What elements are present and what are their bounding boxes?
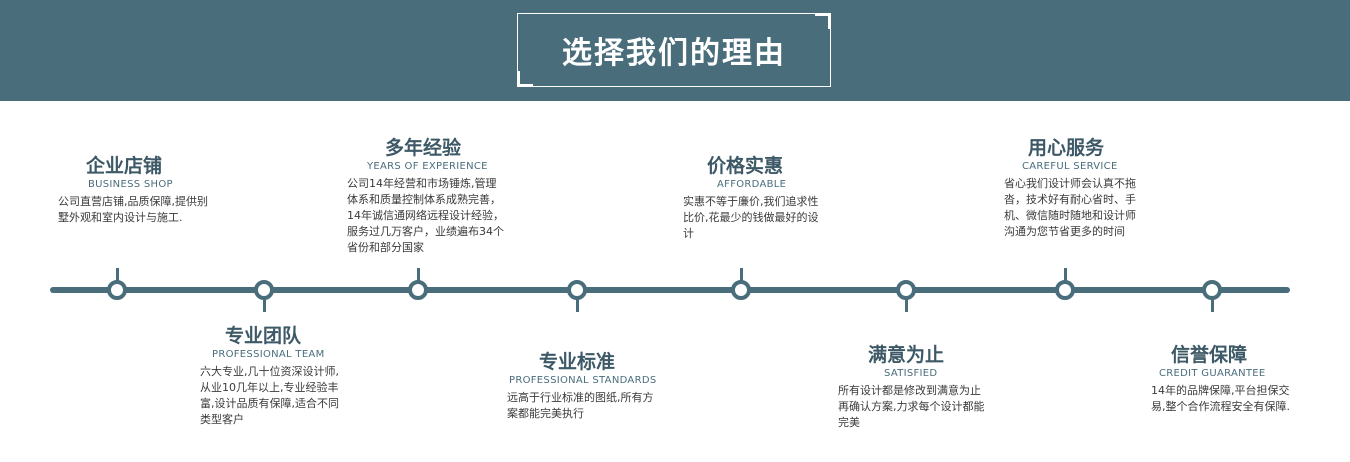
page-title: 选择我们的理由: [562, 36, 786, 71]
reason-description: 14年的品牌保障,平台担保交易,整个合作流程安全有保障.: [1151, 384, 1290, 413]
reason-item-business-shop: 企业店铺 BUSINESS SHOP 公司直营店铺,品质保障,提供别墅外观和室内…: [58, 155, 208, 226]
timeline-tick-5: [740, 268, 743, 288]
reason-title: 信誉保障: [1171, 344, 1248, 366]
timeline-tick-3: [417, 268, 420, 288]
reason-description: 省心我们设计师会认真不拖沓，技术好有耐心省时、手机、微信随时随地和设计师沟通为您…: [1004, 177, 1136, 238]
reason-item-professional-standards: 专业标准 PROFESSIONAL STANDARDS 远高于行业标准的图纸,所…: [507, 351, 657, 422]
reason-title: 满意为止: [868, 344, 945, 366]
timeline-tick-6: [905, 292, 908, 312]
reason-subtitle: BUSINESS SHOP: [88, 179, 173, 190]
reason-description: 所有设计都是修改到满意为止再确认方案,力求每个设计都能完美: [838, 384, 985, 429]
title-frame-corner-bottom-left: [517, 71, 533, 87]
reason-description: 公司14年经营和市场锤炼,管理体系和质量控制体系成熟完善，14年诚信通网络远程设…: [347, 177, 504, 254]
reason-subtitle: PROFESSIONAL TEAM: [212, 349, 325, 360]
reason-item-professional-team: 专业团队 PROFESSIONAL TEAM 六大专业,几十位资深设计师,从业1…: [200, 325, 340, 428]
timeline-line: [50, 287, 1290, 293]
timeline-node-2: [254, 280, 274, 300]
reason-title: 企业店铺: [86, 155, 163, 177]
reason-subtitle: YEARS OF EXPERIENCE: [367, 161, 488, 172]
reason-title: 专业团队: [225, 325, 302, 347]
reason-description: 实惠不等于廉价,我们追求性比价,花最少的钱做最好的设计: [683, 195, 819, 240]
timeline-node-7: [1055, 280, 1075, 300]
reason-subtitle: CREDIT GUARANTEE: [1159, 368, 1266, 379]
reason-item-affordable: 价格实惠 AFFORDABLE 实惠不等于廉价,我们追求性比价,花最少的钱做最好…: [683, 155, 823, 242]
reason-item-years-of-experience: 多年经验 YEARS OF EXPERIENCE 公司14年经营和市场锤炼,管理…: [347, 137, 507, 256]
timeline-tick-2: [263, 292, 266, 312]
reason-subtitle: CAREFUL SERVICE: [1022, 161, 1118, 172]
timeline-node-4: [567, 280, 587, 300]
timeline-node-1: [107, 280, 127, 300]
reason-title: 专业标准: [539, 351, 616, 373]
reason-description: 公司直营店铺,品质保障,提供别墅外观和室内设计与施工.: [58, 195, 208, 224]
timeline-node-3: [408, 280, 428, 300]
reason-item-careful-service: 用心服务 CAREFUL SERVICE 省心我们设计师会认真不拖沓，技术好有耐…: [1004, 137, 1136, 240]
timeline-tick-1: [116, 268, 119, 288]
title-frame: 选择我们的理由: [517, 13, 831, 87]
header-band: 选择我们的理由: [0, 0, 1350, 101]
reason-subtitle: PROFESSIONAL STANDARDS: [509, 375, 657, 386]
timeline-tick-7: [1064, 268, 1067, 288]
timeline-node-6: [896, 280, 916, 300]
reason-item-credit-guarantee: 信誉保障 CREDIT GUARANTEE 14年的品牌保障,平台担保交易,整个…: [1151, 344, 1291, 415]
timeline-tick-4: [576, 292, 579, 312]
reason-description: 六大专业,几十位资深设计师,从业10几年以上,专业经验丰富,设计品质有保障,适合…: [200, 365, 339, 426]
reason-title: 价格实惠: [707, 155, 784, 177]
reason-title: 用心服务: [1028, 137, 1105, 159]
title-frame-corner-top-right: [815, 13, 831, 29]
timeline-node-5: [731, 280, 751, 300]
timeline-node-8: [1202, 280, 1222, 300]
reason-description: 远高于行业标准的图纸,所有方案都能完美执行: [507, 391, 654, 420]
timeline-tick-8: [1211, 292, 1214, 312]
reason-subtitle: AFFORDABLE: [717, 179, 787, 190]
reason-title: 多年经验: [385, 137, 462, 159]
reason-subtitle: SATISFIED: [884, 368, 938, 379]
reason-item-satisfied: 满意为止 SATISFIED 所有设计都是修改到满意为止再确认方案,力求每个设计…: [838, 344, 988, 431]
